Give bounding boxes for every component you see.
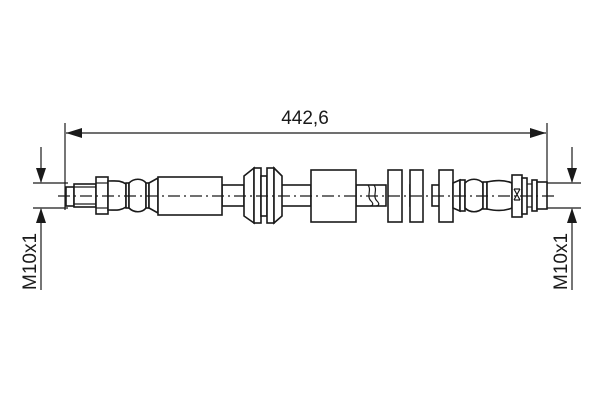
- length-label: 442,6: [281, 108, 329, 129]
- break-symbol: [373, 184, 380, 207]
- dimension-arrow-left-icon: [66, 128, 82, 138]
- left-thread-arrow-up-icon: [36, 208, 46, 223]
- left-thread-label: M10x1: [20, 233, 41, 290]
- break-symbol: [367, 184, 374, 207]
- right-thread-dimension: M10x1: [545, 147, 581, 290]
- right-thread-label: M10x1: [551, 233, 572, 290]
- dimension-arrow-right-icon: [530, 128, 546, 138]
- left-thread-dimension: M10x1: [20, 147, 68, 290]
- length-dimension: 442,6: [64, 108, 548, 210]
- left-thread-arrow-down-icon: [36, 168, 46, 183]
- right-thread-arrow-down-icon: [567, 168, 577, 183]
- right-thread-arrow-up-icon: [567, 208, 577, 223]
- wrench-flat-icon: [513, 188, 521, 201]
